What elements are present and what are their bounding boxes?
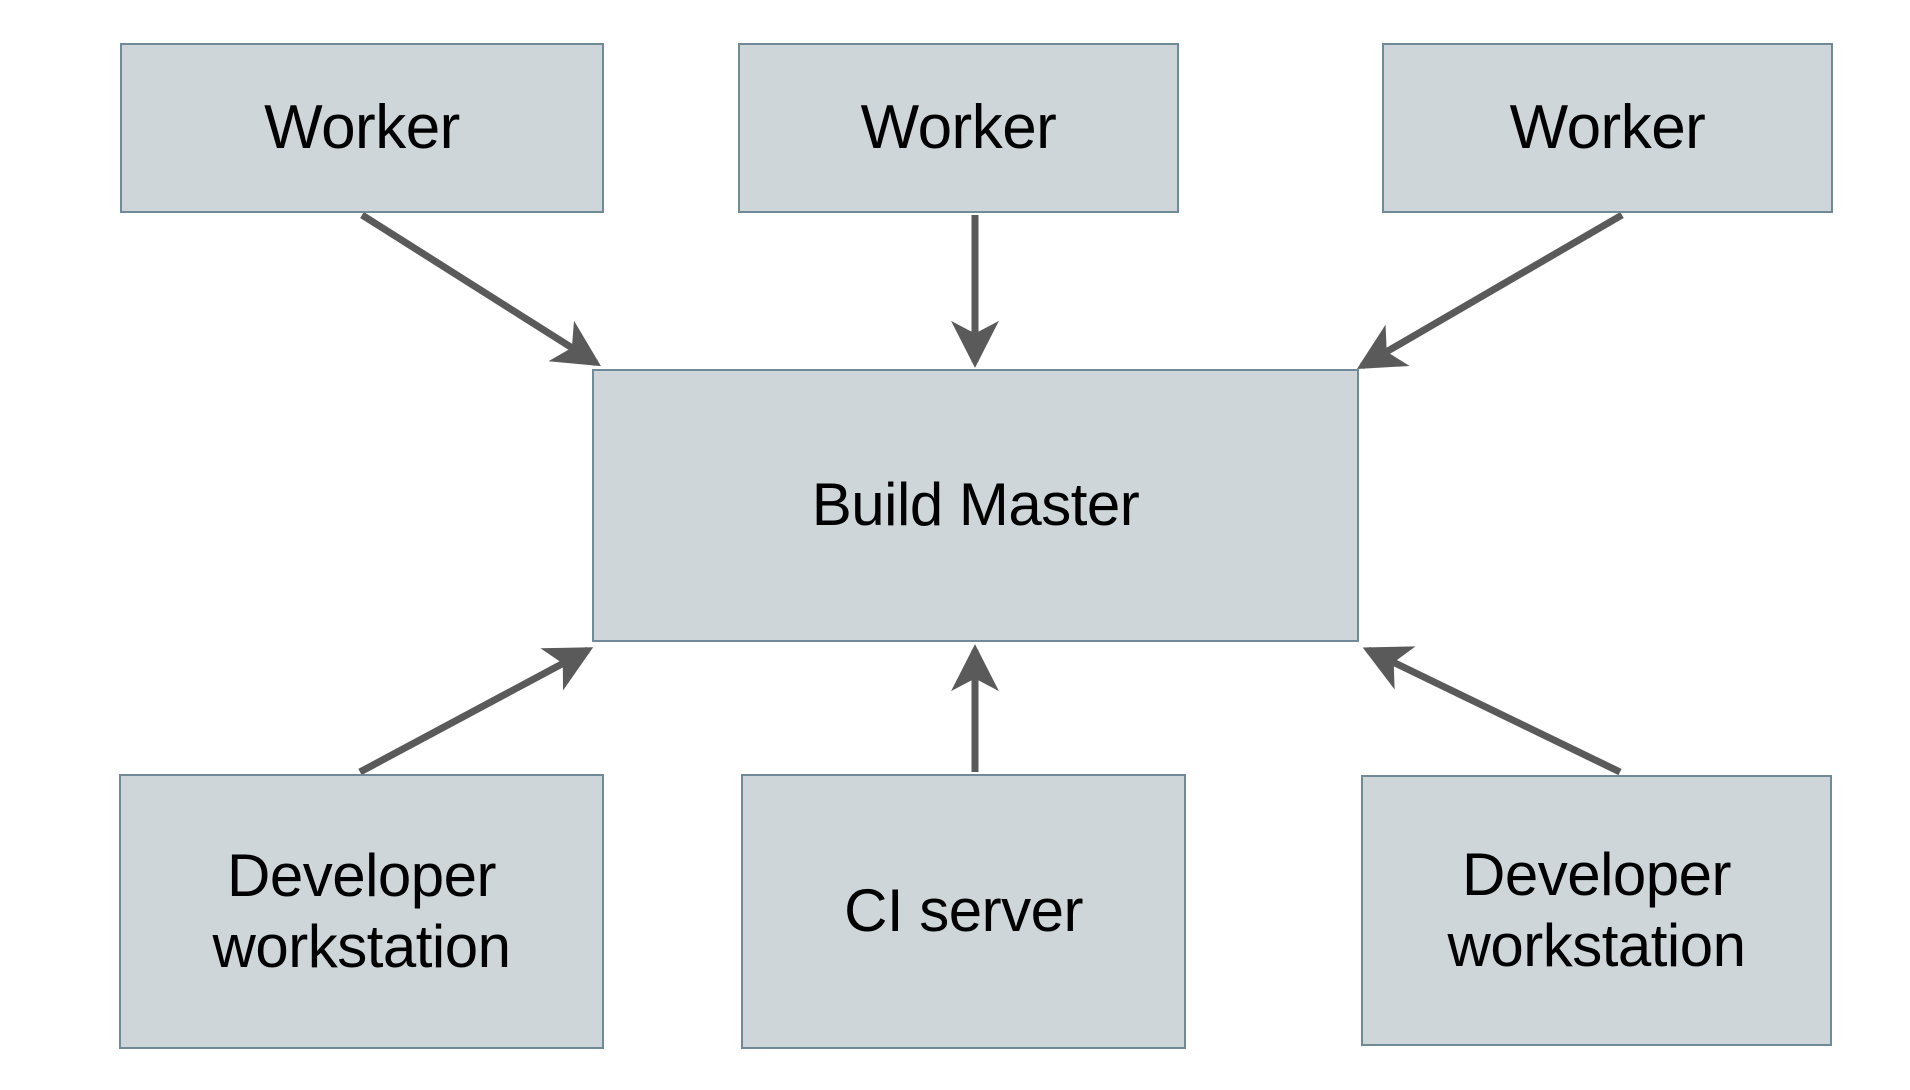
node-worker-2-label: Worker	[860, 93, 1057, 163]
edge-devleft-to-master	[358, 646, 594, 776]
node-worker-1-label: Worker	[264, 93, 460, 163]
edge-worker3-to-master	[1356, 211, 1624, 370]
node-ci-server-label: CI server	[844, 877, 1083, 945]
node-developer-workstation-right[interactable]: Developer workstation	[1361, 775, 1832, 1046]
node-build-master[interactable]: Build Master	[592, 369, 1359, 642]
node-ci-server[interactable]: CI server	[741, 774, 1186, 1049]
node-worker-1[interactable]: Worker	[120, 43, 604, 213]
node-developer-workstation-left-label: Developer workstation	[212, 841, 511, 980]
node-developer-workstation-left[interactable]: Developer workstation	[119, 774, 604, 1049]
edge-devright-to-master	[1362, 646, 1622, 776]
node-developer-workstation-right-label: Developer workstation	[1447, 840, 1746, 979]
node-worker-3-label: Worker	[1509, 93, 1706, 163]
edge-worker1-to-master	[360, 212, 601, 367]
node-worker-3[interactable]: Worker	[1382, 43, 1833, 213]
node-worker-2[interactable]: Worker	[738, 43, 1179, 213]
node-build-master-label: Build Master	[811, 471, 1140, 539]
